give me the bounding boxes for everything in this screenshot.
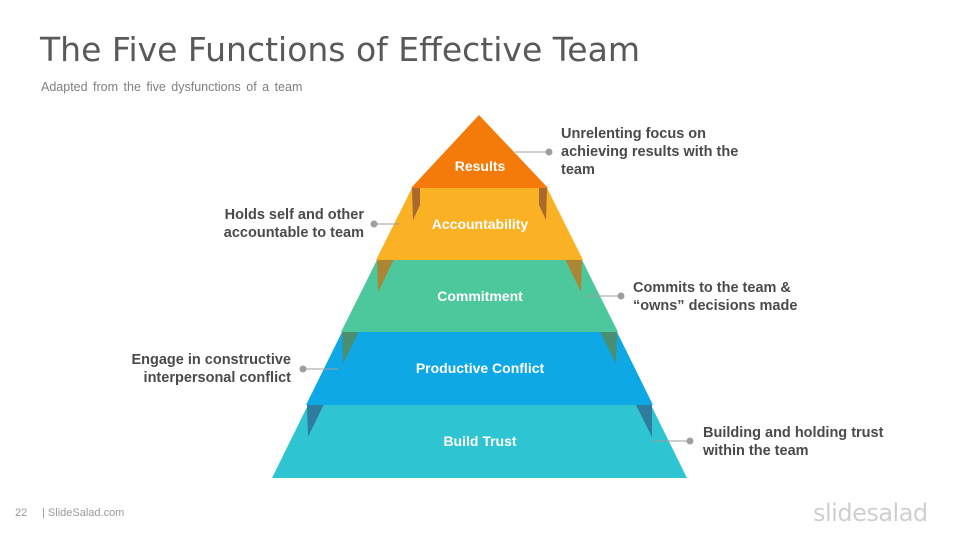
tier-commitment-label: Commitment <box>437 288 523 304</box>
page-subtitle: Adapted from the five dysfunctions of a … <box>41 80 303 94</box>
connector-build-trust <box>652 437 694 445</box>
tier-results: Results <box>411 115 548 220</box>
desc-commitment: Commits to the team & “owns” decisions m… <box>633 280 798 314</box>
desc-accountability: Holds self and other accountable to team <box>223 207 364 241</box>
desc-productive-conflict: Engage in constructive interpersonal con… <box>131 352 291 386</box>
tier-results-shape <box>411 115 548 188</box>
tier-accountability: Accountability <box>376 188 583 292</box>
tier-results-shade-right <box>539 188 547 220</box>
tier-productive-conflict: Productive Conflict <box>306 332 653 437</box>
connector-accountability <box>370 220 400 228</box>
connector-results <box>515 148 553 156</box>
tier-accountability-shape <box>376 188 583 260</box>
tier-build-trust: Build Trust <box>272 405 687 478</box>
tier-results-label: Results <box>455 158 506 174</box>
page-number: 22 <box>15 507 28 519</box>
tier-productive-conflict-label: Productive Conflict <box>416 360 545 376</box>
tier-commitment-shape <box>341 260 618 332</box>
slidesalad-logo: slidesalad <box>813 499 928 527</box>
tier-accountability-label: Accountability <box>432 216 529 232</box>
connector-commitment <box>586 292 625 300</box>
tier-commitment: Commitment <box>341 260 618 364</box>
page-title: The Five Functions of Effective Team <box>40 30 640 69</box>
connector-productive-conflict <box>299 365 338 373</box>
desc-build-trust: Building and holding trust within the te… <box>703 425 884 459</box>
tier-build-trust-label: Build Trust <box>443 433 516 449</box>
footer-site-link[interactable]: | SlideSalad.com <box>42 507 125 519</box>
tier-results-shade-left <box>412 188 420 220</box>
tier-productive-conflict-shape <box>306 332 653 405</box>
tier-build-trust-shape <box>272 405 687 478</box>
desc-results: Unrelenting focus on achieving results w… <box>561 126 739 178</box>
